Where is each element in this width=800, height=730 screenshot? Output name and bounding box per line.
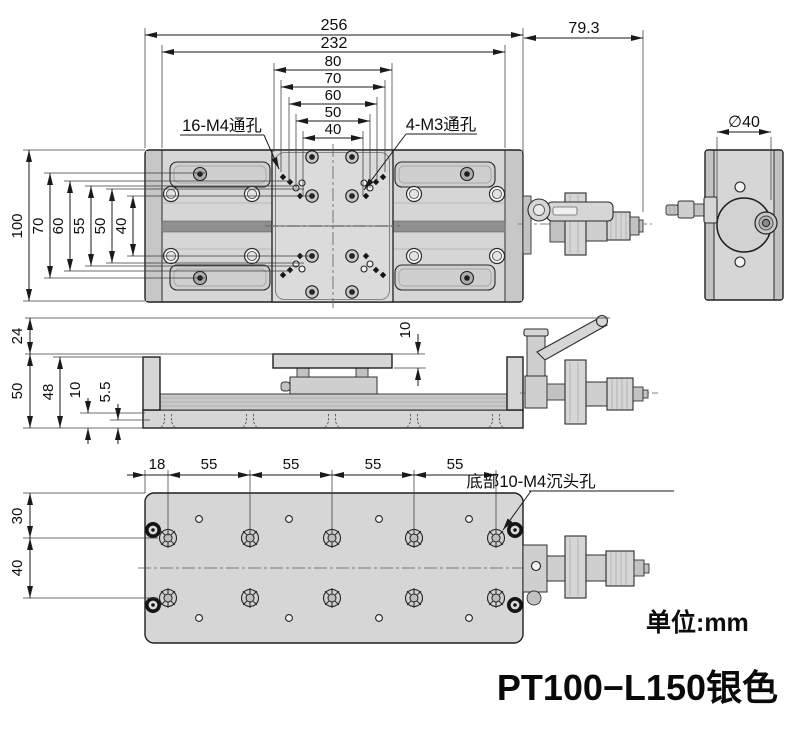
dim-width-100: 100	[9, 213, 26, 238]
dim-platform-40: 40	[325, 121, 342, 138]
small-hole	[195, 614, 203, 622]
micrometer-bottom-view	[522, 535, 650, 606]
dim-pitch-55: 55	[283, 456, 300, 473]
lock-knob-end-view	[665, 196, 718, 224]
carriage-side	[289, 376, 378, 395]
ring-screw	[488, 247, 506, 265]
dim-platform-80: 80	[325, 53, 342, 70]
dim-width-40: 40	[113, 218, 130, 235]
left-dimension-chain: 100 70 60 55 50 40	[9, 150, 136, 301]
base-plate-side	[142, 409, 524, 429]
dim-row-gap: 40	[9, 560, 26, 577]
slot-screw	[192, 166, 208, 182]
dim-bottom-step: 10	[67, 382, 84, 399]
dim-edge-margin: 18	[149, 456, 166, 473]
label-m4-through-holes: 16-M4通孔	[182, 116, 262, 135]
ring-screw	[405, 247, 423, 265]
side-view-dimensions: 24 50 48 10 5.5 10	[9, 318, 421, 444]
top-view-dimensions: 256 232 80 70 60 50 40 79.3 ∅40	[145, 17, 771, 141]
dim-width-70: 70	[30, 218, 47, 235]
slot-screw	[459, 270, 475, 286]
slot-screw	[459, 166, 475, 182]
top-view	[144, 144, 652, 308]
small-hole	[465, 515, 473, 523]
dim-width-50: 50	[92, 218, 109, 235]
dim-platform-70: 70	[325, 70, 342, 87]
bottom-view-dimensions: 18 55 55 55 55 30 40	[9, 456, 496, 598]
platform-screw	[345, 285, 359, 299]
corner-screw	[507, 597, 523, 613]
end-view	[665, 149, 784, 301]
corner-screw	[507, 522, 523, 538]
lock-knob	[526, 590, 542, 606]
dim-width-60: 60	[50, 218, 67, 235]
units-note: 单位:mm	[646, 608, 749, 637]
dim-counterbore-depth: 5.5	[97, 382, 114, 403]
left-wall-side	[142, 356, 161, 411]
dim-plate-thickness: 10	[397, 322, 414, 339]
extension-lines	[23, 28, 772, 599]
platform-screw	[305, 150, 319, 164]
dim-pitch-55: 55	[201, 456, 218, 473]
dim-pitch-55: 55	[365, 456, 382, 473]
dim-platform-50: 50	[325, 104, 342, 121]
dim-row-top: 30	[9, 508, 26, 525]
dim-total-height: 50	[9, 383, 26, 400]
small-hole	[285, 515, 293, 523]
ring-screw	[405, 185, 423, 203]
small-hole	[375, 614, 383, 622]
left-end-cap	[146, 151, 162, 301]
small-hole	[375, 515, 383, 523]
platform-plate-side	[272, 353, 393, 369]
end-view-hole	[734, 256, 746, 268]
right-end-cap	[506, 151, 522, 301]
platform-screw	[345, 189, 359, 203]
small-hole	[195, 515, 203, 523]
platform-screw	[345, 249, 359, 263]
dim-platform-60: 60	[325, 87, 342, 104]
micrometer-side-view	[520, 359, 658, 425]
hole-callouts: 16-M4通孔 4-M3通孔 底部10-M4沉头孔	[180, 115, 674, 531]
platform-screw	[345, 150, 359, 164]
small-hole	[465, 614, 473, 622]
dim-body-height: 48	[40, 384, 57, 401]
dovetail-band-right	[392, 220, 506, 233]
dim-pitch-55: 55	[447, 456, 464, 473]
dim-diameter-40: ∅40	[728, 114, 760, 131]
small-hole	[285, 614, 293, 622]
dim-overall-length: 256	[321, 17, 348, 34]
label-bottom-counterbores: 底部10-M4沉头孔	[466, 472, 595, 491]
micrometer-top-view	[518, 192, 652, 256]
label-m3-through-holes: 4-M3通孔	[406, 115, 477, 134]
ring-screw	[488, 185, 506, 203]
bottom-view	[138, 492, 650, 644]
right-bracket-side	[506, 356, 524, 411]
dim-width-55: 55	[71, 218, 88, 235]
dim-body-length: 232	[321, 35, 348, 52]
corner-screw	[145, 522, 161, 538]
dovetail-band-left	[161, 220, 273, 233]
dim-lever-height: 24	[9, 328, 26, 345]
model-title: PT100−L150银色	[497, 667, 778, 708]
end-view-hole	[734, 181, 746, 193]
dim-micrometer-offset: 79.3	[568, 20, 599, 37]
platform-screw	[305, 285, 319, 299]
corner-screw	[145, 597, 161, 613]
side-view	[142, 314, 658, 429]
